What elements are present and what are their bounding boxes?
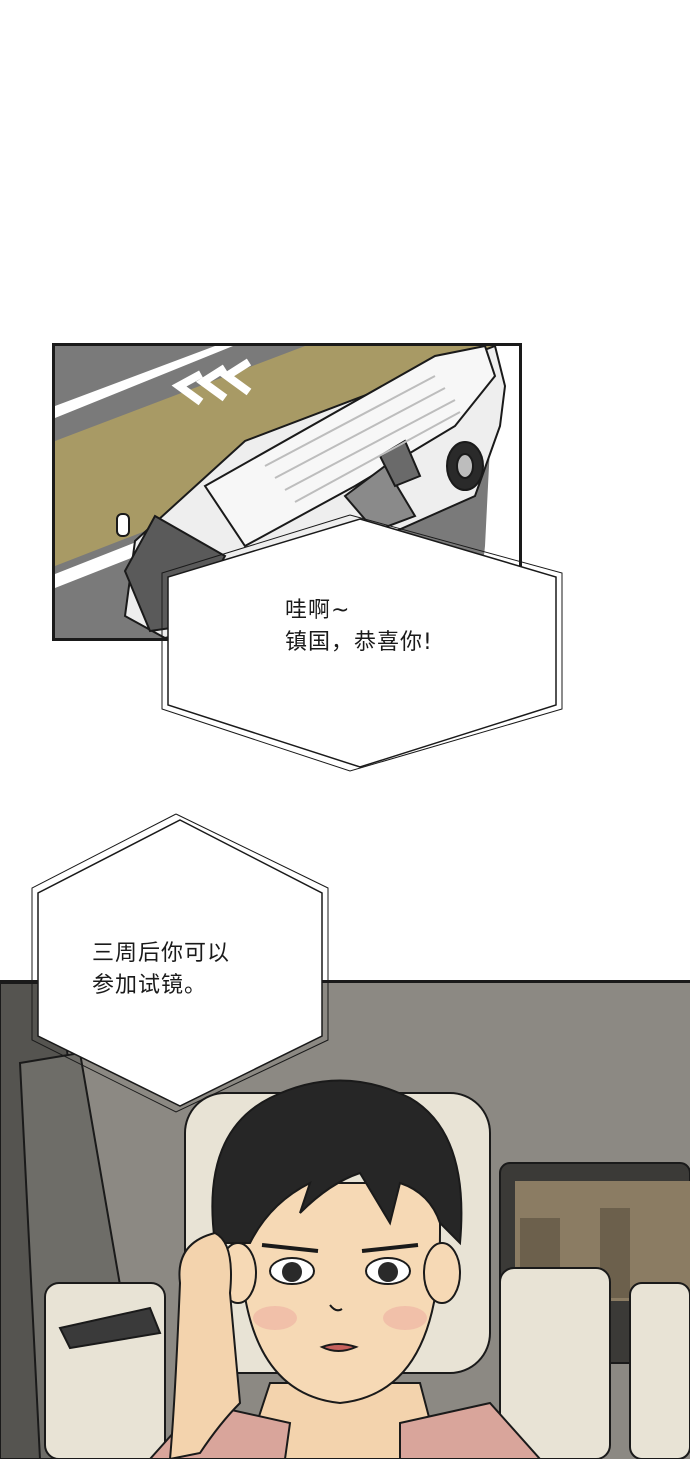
speech-bubble-2: 三周后你可以 参加试镜。 — [20, 808, 340, 1118]
bubble-2-text: 三周后你可以 参加试镜。 — [92, 938, 230, 1002]
van-panel — [52, 343, 522, 641]
speech-bubble-1: 哇啊~ 镇国，恭喜你! — [150, 505, 580, 780]
bubble-2-line-1: 三周后你可以 — [92, 941, 231, 966]
bubble-1-line-1: 哇啊~ — [285, 598, 351, 623]
bubble-1-line-2: 镇国，恭喜你! — [285, 630, 433, 655]
bubble-shape — [161, 514, 563, 772]
bubble-1-text: 哇啊~ 镇国，恭喜你! — [285, 595, 433, 659]
bubble-2-line-2: 参加试镜。 — [92, 973, 208, 998]
bubble-shape — [31, 813, 329, 1113]
